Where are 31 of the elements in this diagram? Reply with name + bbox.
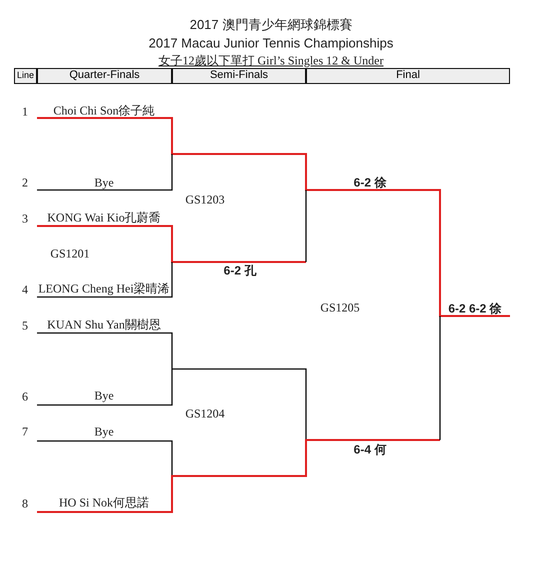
match-code: GS1201 bbox=[50, 246, 90, 262]
score-label: 6-2 孔 bbox=[224, 262, 256, 280]
line-number: 7 bbox=[22, 424, 28, 440]
line-number: 4 bbox=[22, 282, 28, 298]
player-name: Choi Chi Son徐子純 bbox=[53, 102, 155, 120]
column-header: Quarter-Finals bbox=[37, 68, 172, 84]
player-name: Bye bbox=[94, 424, 114, 440]
score-label: 6-4 何 bbox=[354, 442, 386, 458]
line-number: 2 bbox=[22, 176, 28, 190]
player-name: HO Si Nok何思諾 bbox=[59, 494, 149, 512]
line-number: 5 bbox=[22, 318, 28, 334]
subtitle: 2017 Macau Junior Tennis Championships bbox=[148, 36, 394, 50]
line-number: 6 bbox=[22, 390, 28, 404]
column-header: Semi-Finals bbox=[172, 68, 306, 84]
category-heading: 女子12歲以下單打 Girl’s Singles 12 & Under bbox=[158, 52, 384, 70]
line-number: 8 bbox=[22, 496, 28, 512]
line-number: 3 bbox=[22, 212, 28, 226]
player-name: KUAN Shu Yan關樹恩 bbox=[47, 316, 161, 334]
player-name: Bye bbox=[94, 388, 114, 404]
column-header: Final bbox=[306, 68, 510, 84]
line-number: 1 bbox=[22, 104, 28, 120]
player-name: KONG Wai Kio孔蔚喬 bbox=[47, 210, 161, 226]
score-label: 6-2 徐 bbox=[354, 174, 386, 192]
match-code: GS1205 bbox=[320, 300, 360, 316]
title: 2017 澳門青少年網球錦標賽 bbox=[190, 16, 352, 34]
column-header: Line bbox=[14, 68, 37, 84]
player-name: LEONG Cheng Hei梁晴浠 bbox=[38, 280, 170, 298]
match-code: GS1203 bbox=[185, 192, 225, 208]
match-code: GS1204 bbox=[185, 406, 225, 422]
player-name: Bye bbox=[94, 176, 114, 190]
score-label: 6-2 6-2 徐 bbox=[448, 300, 502, 318]
